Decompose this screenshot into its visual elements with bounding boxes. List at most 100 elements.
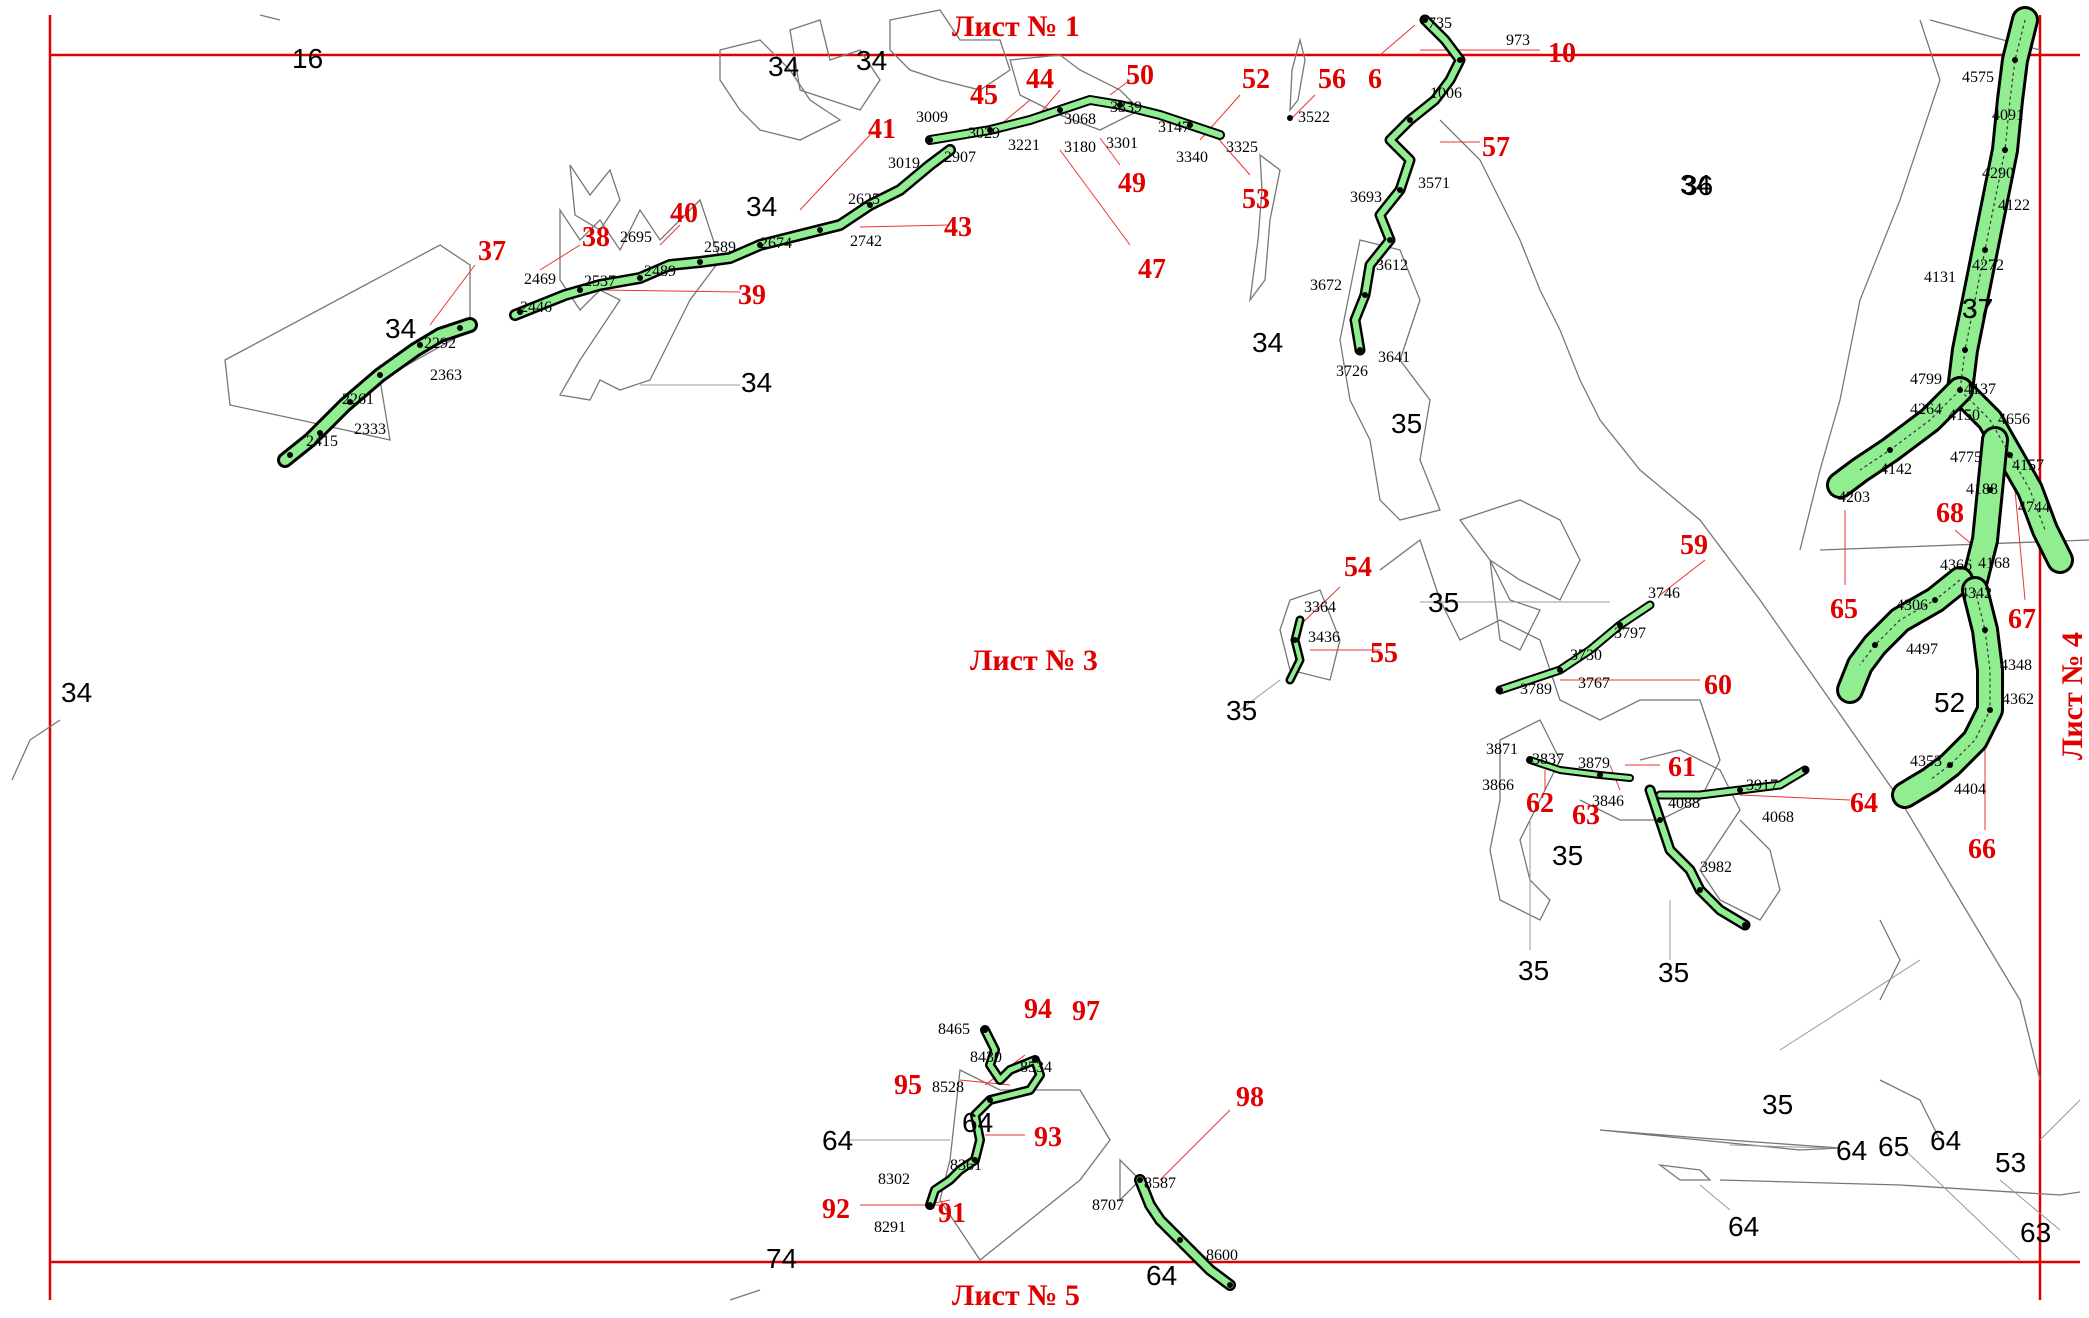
point-label: 2742: [850, 233, 882, 250]
parcel-label: 63: [2020, 1217, 2051, 1248]
parcel-label: 36: [1682, 170, 1713, 201]
point-label: 4150: [1948, 407, 1980, 424]
point-label: 3641: [1378, 349, 1410, 366]
zone-numbers: 6 10 37 38 39 40 41 43 44 45 47 49 50 52…: [478, 38, 2036, 1229]
point-label: 3917: [1746, 777, 1778, 794]
map-figure: 37: [1962, 293, 1993, 324]
grey-leaders: [640, 384, 2081, 1261]
point-label: 4366: [1940, 557, 1972, 574]
parcel-label: 53: [1995, 1147, 2026, 1178]
point-label: 8600: [1206, 1247, 1238, 1264]
point-label: 3672: [1310, 277, 1342, 294]
point-label: 4157: [2012, 457, 2044, 474]
point-label: 8465: [938, 1021, 970, 1038]
point-label: 3797: [1614, 625, 1646, 642]
point-label: 3866: [1482, 777, 1514, 794]
point-label: 3019: [888, 155, 920, 172]
point-label: 3746: [1648, 585, 1680, 602]
point-label: 3340: [1176, 149, 1208, 166]
zone-number: 63: [1572, 800, 1600, 831]
parcel-label: 34: [856, 45, 887, 76]
zone-number: 92: [822, 1194, 850, 1225]
point-label: 8361: [950, 1157, 982, 1174]
parcel-label: 52: [1934, 687, 1965, 718]
point-label: 3767: [1578, 675, 1610, 692]
point-label: 4575: [1962, 69, 1994, 86]
point-label: 3726: [1336, 363, 1368, 380]
point-label: 3325: [1226, 139, 1258, 156]
point-label: 4799: [1910, 371, 1942, 388]
zone-number: 93: [1034, 1122, 1062, 1153]
point-label: 4272: [1972, 257, 2004, 274]
parcel-label: 34: [1252, 327, 1283, 358]
zone-number: 57: [1482, 132, 1510, 163]
point-label: 4203: [1838, 489, 1870, 506]
point-label: 4342: [1960, 585, 1992, 602]
zone-number: 52: [1242, 64, 1270, 95]
point-label: 4306: [1896, 597, 1928, 614]
point-label: 4264: [1910, 401, 1942, 418]
point-label: 4188: [1966, 481, 1998, 498]
point-label: 2625: [848, 191, 880, 208]
point-label: 735: [1428, 15, 1452, 32]
point-label: 8430: [970, 1049, 1002, 1066]
point-label: 4137: [1964, 381, 1996, 398]
sheet-frame: [48, 15, 2080, 1300]
point-label: 2333: [354, 421, 386, 438]
parcel-labels: 16 34 34 34 34 34 34 34 34 36 35 35 35 3…: [61, 43, 2051, 1291]
zone-number: 64: [1850, 788, 1878, 819]
point-label: 3730: [1570, 647, 1602, 664]
point-label: 3221: [1008, 137, 1040, 154]
zone-number: 40: [670, 198, 698, 229]
parcel-label: 35: [1552, 840, 1583, 871]
zone-number: 59: [1680, 530, 1708, 561]
zone-number: 60: [1704, 670, 1732, 701]
zone-number: 10: [1548, 38, 1576, 69]
parcel-label: 64: [822, 1125, 853, 1156]
point-label: 3068: [1064, 111, 1096, 128]
point-label: 2261: [342, 391, 374, 408]
point-label: 3180: [1064, 139, 1096, 156]
point-label: 4744: [2018, 499, 2050, 516]
point-label: 4353: [1910, 753, 1942, 770]
parcel-label: 64: [1146, 1260, 1177, 1291]
zone-number: 6: [1368, 64, 1382, 95]
point-label: 3147: [1158, 119, 1190, 136]
point-label: 2674: [760, 235, 792, 252]
zone-number: 44: [1026, 64, 1054, 95]
point-label: 2292: [424, 335, 456, 352]
point-label: 2415: [306, 433, 338, 450]
point-label: 8587: [1144, 1175, 1176, 1192]
point-label: 2489: [644, 263, 676, 280]
parcel-label: 64: [1836, 1135, 1867, 1166]
point-markers: [287, 17, 2018, 1288]
parcel-label: 35: [1428, 587, 1459, 618]
parcel-label: 64: [1930, 1125, 1961, 1156]
zone-number: 53: [1242, 184, 1270, 215]
parcel-label: 34: [385, 313, 416, 344]
point-label: 3982: [1700, 859, 1732, 876]
zone-number: 54: [1344, 552, 1372, 583]
point-label: 973: [1506, 32, 1530, 49]
sheet-label-center: Лист № 3: [970, 644, 1098, 677]
zone-number: 37: [478, 236, 506, 267]
sheet-label-top: Лист № 1: [952, 10, 1080, 43]
point-label: 3339: [1110, 99, 1142, 116]
sheet-label-right: Лист № 4: [2056, 632, 2089, 760]
zone-number: 67: [2008, 604, 2036, 635]
point-label: 4131: [1924, 269, 1956, 286]
zone-number: 98: [1236, 1082, 1264, 1113]
point-label: 2446: [520, 299, 552, 316]
parcel-label: 34: [768, 51, 799, 82]
parcel-label: 35: [1762, 1089, 1793, 1120]
point-label: 3837: [1532, 751, 1564, 768]
sheet-label-bottom: Лист № 5: [952, 1279, 1080, 1312]
zone-number: 91: [938, 1198, 966, 1229]
map-figures: 37 64: [962, 293, 1993, 1138]
point-label: 4362: [2002, 691, 2034, 708]
zone-number: 50: [1126, 60, 1154, 91]
parcel-label: 37: [1962, 293, 1993, 324]
point-label: 2363: [430, 367, 462, 384]
point-label: 1006: [1430, 85, 1462, 102]
